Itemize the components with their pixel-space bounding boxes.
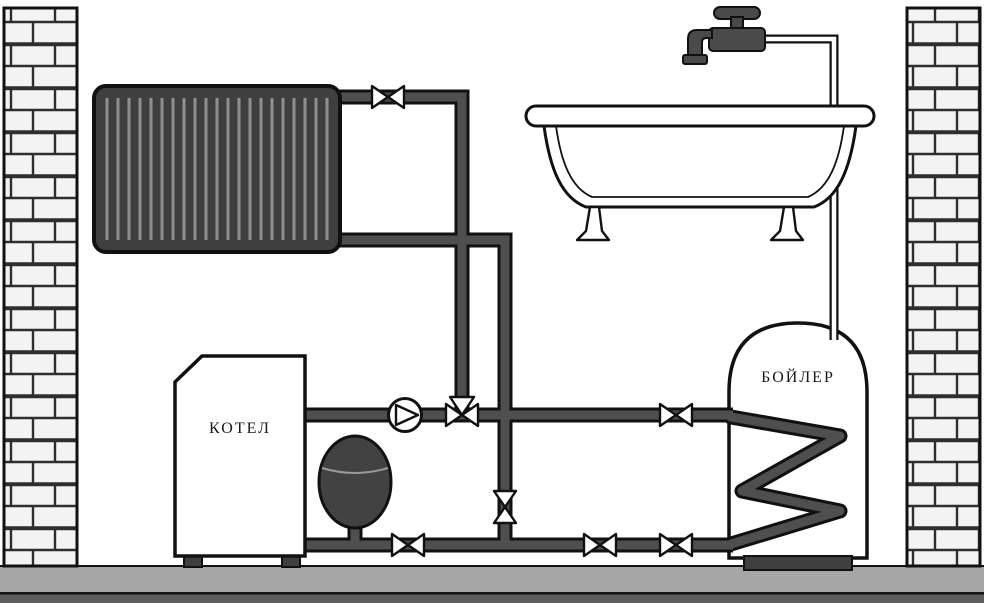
valve-bypass-vertical (492, 489, 518, 525)
radiator-return-pipe (332, 235, 510, 545)
valve-return-1 (390, 532, 426, 558)
bathtub-rim (524, 104, 876, 128)
shutoff-valves (370, 84, 694, 558)
floor-base (0, 594, 984, 603)
left-brick-wall (2, 6, 79, 568)
water-heater-base (743, 555, 853, 571)
valve-return-2 (582, 532, 618, 558)
faucet-body (708, 27, 766, 52)
tap-water-pipe-core (760, 36, 837, 340)
water-heater-label: БОЙЛЕР (761, 367, 835, 386)
expansion-tank-seam (321, 467, 389, 474)
three-way-valve-top-port (448, 395, 476, 417)
right-brick-wall (905, 6, 982, 568)
bathtub (524, 104, 876, 242)
radiator (92, 84, 342, 254)
floor (0, 565, 984, 603)
valve-water-heater-supply (658, 402, 694, 428)
expansion-tank (317, 434, 393, 530)
three-way-valve (444, 395, 480, 428)
faucet-nozzle (682, 54, 708, 65)
circulation-pump (387, 397, 423, 433)
bathtub-body (542, 124, 858, 209)
boiler-body (173, 354, 307, 558)
valve-water-heater-return (658, 532, 694, 558)
faucet (682, 6, 766, 65)
boiler-label: КОТЕЛ (209, 420, 271, 437)
heating-coil (726, 412, 845, 549)
floor-edge-line (0, 592, 984, 595)
expansion-tank-body (317, 434, 393, 530)
bathtub-right-foot (769, 205, 805, 242)
bathtub-inner-line (555, 125, 845, 198)
radiator-fins (105, 98, 329, 240)
tap-water-pipe (760, 34, 839, 340)
boiler: КОТЕЛ (173, 354, 307, 568)
bathtub-left-foot (575, 205, 611, 242)
pump-impeller-arrow (394, 403, 420, 427)
valve-radiator-supply (370, 84, 406, 110)
